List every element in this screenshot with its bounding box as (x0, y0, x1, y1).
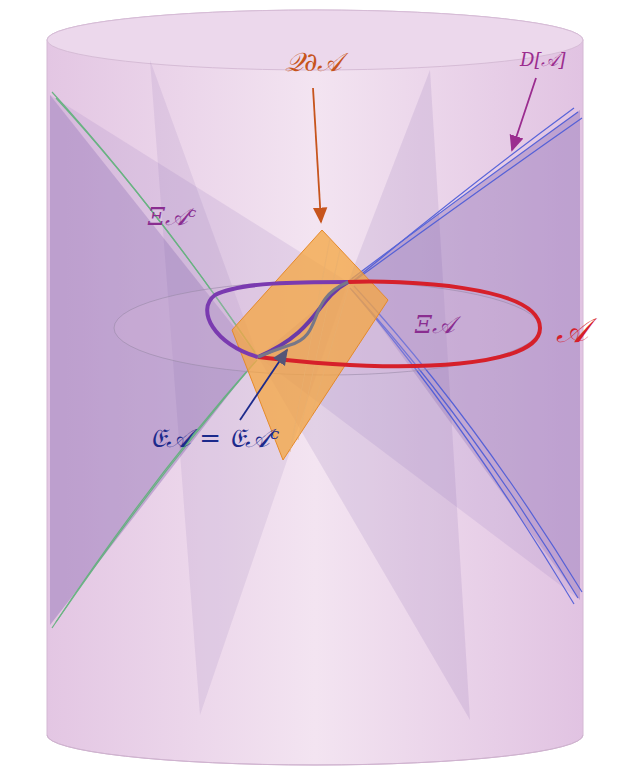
horizon-label: Ξ𝒜ᶜ (148, 204, 196, 230)
region-label: 𝒜 (556, 312, 588, 349)
domain-label: D[𝒜] (520, 50, 565, 70)
surface-label: 𝔈𝒜 = 𝔈𝒜ᶜ (150, 424, 279, 453)
horizon-label: Ξ𝒜 (415, 312, 455, 338)
boundary-diamond-label: 𝒬∂𝒜 (285, 48, 342, 77)
